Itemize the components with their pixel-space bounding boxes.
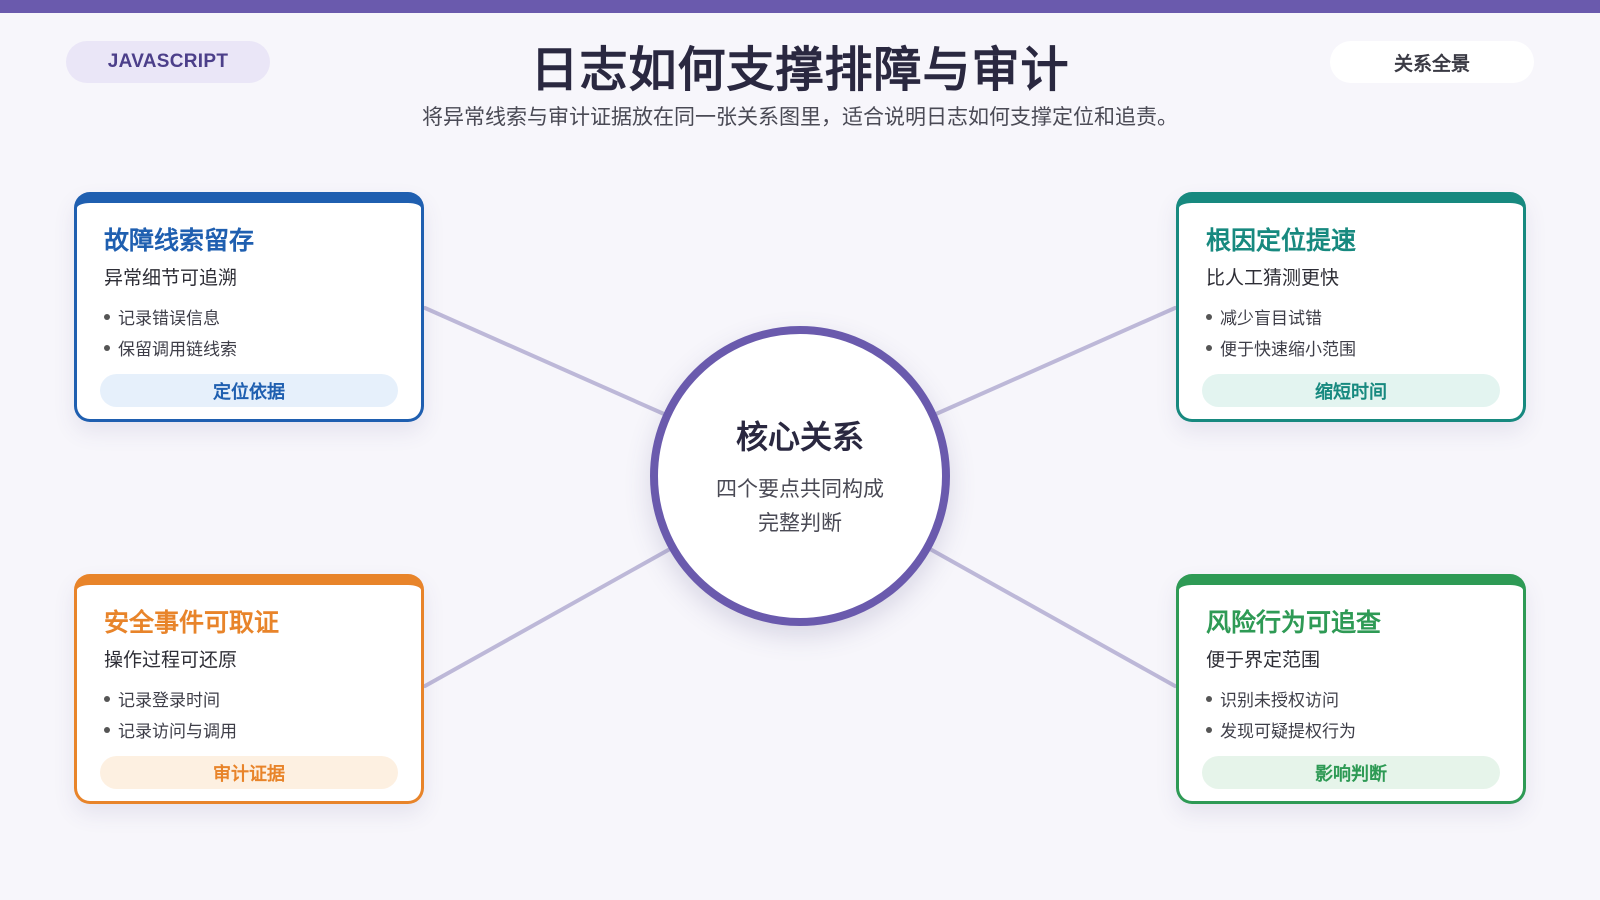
connector-top-left: [423, 306, 666, 416]
list-item: 发现可疑提权行为: [1206, 717, 1356, 748]
hub-description: 四个要点共同构成完整判断: [716, 477, 884, 535]
bullet-dot-icon: [1206, 345, 1212, 351]
connector-bottom-left: [423, 547, 672, 688]
bullet-text: 记录错误信息: [118, 309, 220, 329]
card-subtitle: 操作过程可还原: [104, 649, 238, 671]
bullet-text: 减少盲目试错: [1220, 309, 1322, 329]
card-tag: 审计证据: [100, 756, 398, 789]
card-tag: 定位依据: [100, 374, 398, 407]
bullet-text: 记录访问与调用: [118, 722, 237, 742]
bullet-dot-icon: [104, 696, 110, 702]
bullet-dot-icon: [104, 345, 110, 351]
view-label-pill: 关系全景: [1330, 41, 1534, 83]
card-fault-clue-retention: 故障线索留存 异常细节可追溯 记录错误信息 保留调用链线索 定位依据: [74, 192, 424, 422]
card-title: 故障线索留存: [104, 226, 255, 255]
bullet-text: 便于快速缩小范围: [1220, 340, 1356, 360]
hub-title: 核心关系: [735, 418, 864, 456]
language-tag: JAVASCRIPT: [66, 41, 270, 83]
bullet-dot-icon: [1206, 696, 1212, 702]
list-item: 减少盲目试错: [1206, 304, 1356, 335]
card-title: 根因定位提速: [1206, 226, 1357, 255]
page-subtitle: 将异常线索与审计证据放在同一张关系图里，适合说明日志如何支撑定位和追责。: [422, 105, 1178, 129]
bullet-dot-icon: [104, 314, 110, 320]
card-subtitle: 便于界定范围: [1206, 649, 1321, 671]
list-item: 记录登录时间: [104, 686, 237, 717]
card-tag: 缩短时间: [1202, 374, 1500, 407]
bullet-dot-icon: [1206, 727, 1212, 733]
page-title: 日志如何支撑排障与审计: [530, 42, 1070, 98]
bullet-text: 识别未授权访问: [1220, 691, 1339, 711]
bullet-text: 保留调用链线索: [118, 340, 237, 360]
card-security-forensics: 安全事件可取证 操作过程可还原 记录登录时间 记录访问与调用 审计证据: [74, 574, 424, 804]
card-bullet-list: 记录错误信息 保留调用链线索: [104, 304, 237, 366]
card-risk-tracing: 风险行为可追查 便于界定范围 识别未授权访问 发现可疑提权行为 影响判断: [1176, 574, 1526, 804]
list-item: 识别未授权访问: [1206, 686, 1356, 717]
bullet-dot-icon: [104, 727, 110, 733]
card-bullet-list: 识别未授权访问 发现可疑提权行为: [1206, 686, 1356, 748]
card-bullet-list: 记录登录时间 记录访问与调用: [104, 686, 237, 748]
card-title: 安全事件可取证: [104, 608, 280, 637]
list-item: 便于快速缩小范围: [1206, 335, 1356, 366]
list-item: 保留调用链线索: [104, 335, 237, 366]
bullet-text: 记录登录时间: [118, 691, 220, 711]
card-bullet-list: 减少盲目试错 便于快速缩小范围: [1206, 304, 1356, 366]
bullet-dot-icon: [1206, 314, 1212, 320]
card-subtitle: 比人工猜测更快: [1206, 267, 1340, 289]
card-tag: 影响判断: [1202, 756, 1500, 789]
card-subtitle: 异常细节可追溯: [104, 267, 238, 289]
connector-top-right: [934, 306, 1177, 416]
card-title: 风险行为可追查: [1206, 608, 1382, 637]
card-root-cause-speedup: 根因定位提速 比人工猜测更快 减少盲目试错 便于快速缩小范围 缩短时间: [1176, 192, 1526, 422]
list-item: 记录访问与调用: [104, 717, 237, 748]
list-item: 记录错误信息: [104, 304, 237, 335]
bullet-text: 发现可疑提权行为: [1220, 722, 1356, 742]
top-accent-bar: [0, 0, 1600, 13]
core-hub-circle: 核心关系 四个要点共同构成完整判断: [650, 326, 950, 626]
connector-bottom-right: [928, 547, 1177, 688]
